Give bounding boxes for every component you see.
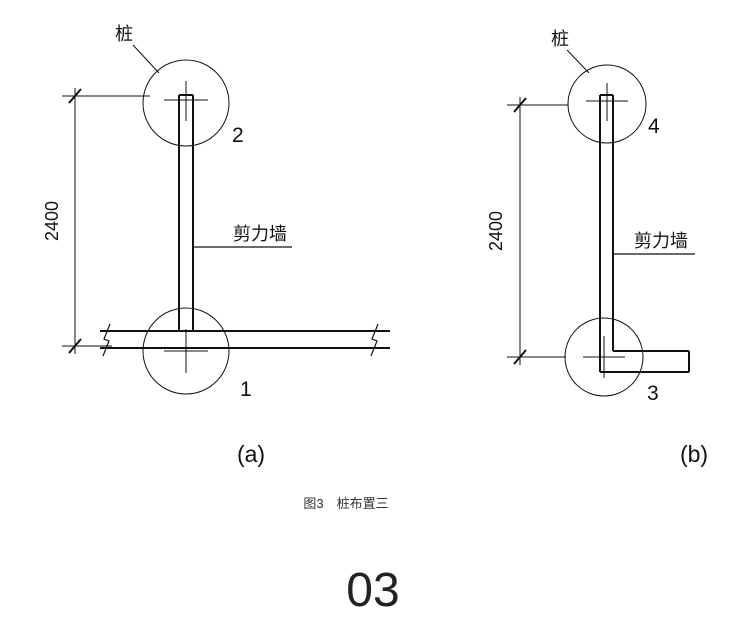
pile-label-b: 桩 <box>551 29 569 49</box>
pile-number-b-bottom: 3 <box>647 382 659 405</box>
pile-leader-line-a <box>132 44 160 74</box>
dimension-tick-a-top <box>68 88 82 104</box>
wall-label-a: 剪力墙 <box>233 224 287 244</box>
break-symbol-a-left <box>102 323 111 357</box>
dimension-text-b: 2400 <box>486 211 506 251</box>
pile-circle-b-top <box>567 64 647 144</box>
pile-label-a: 桩 <box>115 24 133 44</box>
dimension-tick-b-top <box>513 97 527 113</box>
pile-circle-a-bottom <box>142 307 230 395</box>
wall-label-b: 剪力墙 <box>634 231 688 251</box>
dimension-tick-a-bottom <box>68 338 82 354</box>
pile-circle-b-bottom <box>564 317 644 397</box>
page-number: 03 <box>346 564 399 617</box>
sublabel-b: (b) <box>680 441 708 467</box>
diagram-a: 桩 2 剪力墙 2400 <box>42 24 390 467</box>
diagram-b: 桩 4 剪力墙 2400 <box>486 29 708 467</box>
pile-number-a-top: 2 <box>232 124 244 147</box>
dimension-text-a: 2400 <box>42 201 62 241</box>
pile-number-a-bottom: 1 <box>240 378 252 401</box>
dimension-tick-b-bottom <box>513 349 527 365</box>
break-symbol-a-right <box>370 323 379 357</box>
pile-circle-a-top <box>142 59 230 147</box>
pile-number-b-top: 4 <box>648 115 660 138</box>
pile-leader-line-b <box>566 49 590 74</box>
sublabel-a: (a) <box>237 441 265 467</box>
figure-caption: 图3 桩布置三 <box>303 496 388 511</box>
